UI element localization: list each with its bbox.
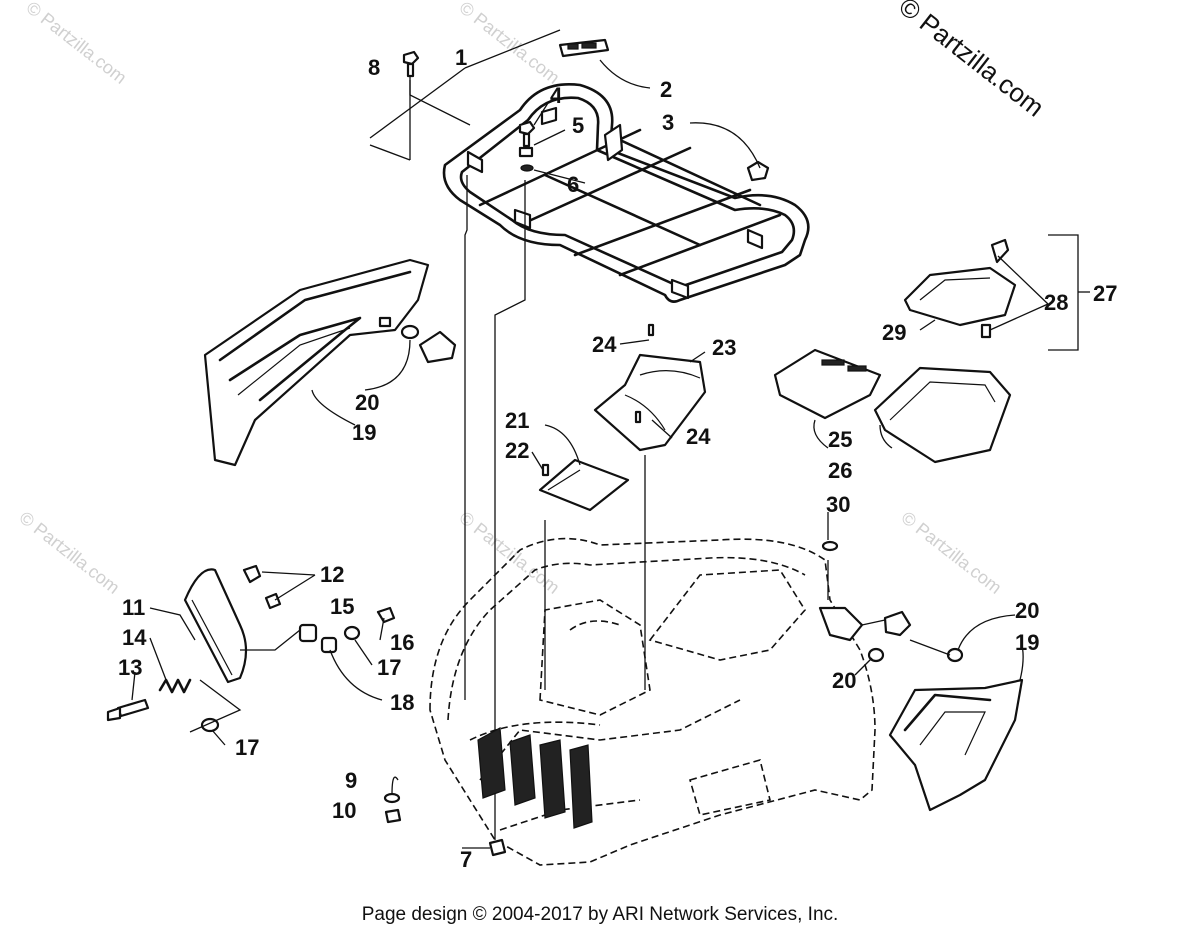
callout-13: 13 <box>118 655 142 680</box>
callout-12: 12 <box>320 562 344 587</box>
body-hardware <box>383 792 507 857</box>
callout-25: 25 <box>828 427 852 452</box>
leader-lines <box>369 29 761 840</box>
callout-1: 1 <box>455 45 467 70</box>
callout-20: 20 <box>355 390 379 415</box>
watermark-text: © Partzilla.com <box>23 0 131 88</box>
callout-5: 5 <box>572 113 584 138</box>
watermark-text: © Partzilla.com <box>16 507 124 597</box>
callout-14: 14 <box>122 625 147 650</box>
storage-cover <box>593 323 707 452</box>
callout-8: 8 <box>368 55 380 80</box>
callout-10: 10 <box>332 798 356 823</box>
callout-24b: 24 <box>686 424 711 449</box>
callout-24: 24 <box>592 332 617 357</box>
callout-3: 3 <box>662 110 674 135</box>
storage-bin <box>773 348 1012 464</box>
callout-15: 15 <box>330 594 354 619</box>
callout-19b: 19 <box>1015 630 1039 655</box>
page-footer: Page design © 2004-2017 by ARI Network S… <box>362 904 839 925</box>
callout-30: 30 <box>826 492 850 517</box>
front-rack <box>442 83 810 303</box>
callout-21: 21 <box>505 408 529 433</box>
callout-2: 2 <box>660 77 672 102</box>
callout-7: 7 <box>460 847 472 872</box>
callout-27: 27 <box>1093 281 1117 306</box>
callout-20c: 20 <box>832 668 856 693</box>
callout-28: 28 <box>1044 290 1068 315</box>
callout-18: 18 <box>390 690 414 715</box>
callout-11: 11 <box>122 595 145 620</box>
callout-23: 23 <box>712 335 736 360</box>
callout-17: 17 <box>377 655 401 680</box>
watermark-text: © Partzilla.com <box>456 0 564 88</box>
headlight-assembly <box>106 564 396 733</box>
watermark-text: © Partzilla.com <box>456 507 564 597</box>
callout-17b: 17 <box>235 735 259 760</box>
brand-watermark: © Partzilla.com <box>893 0 1050 123</box>
cup-holder <box>903 238 1017 339</box>
watermarks: © Partzilla.com © Partzilla.com © Partzi… <box>16 0 1006 598</box>
decal <box>558 38 610 58</box>
callout-29: 29 <box>882 320 906 345</box>
hardware-top <box>402 50 536 172</box>
clip-30 <box>821 540 839 552</box>
callout-22: 22 <box>505 438 529 463</box>
watermark-text: © Partzilla.com <box>898 507 1006 597</box>
callout-6: 6 <box>567 172 579 197</box>
left-side-panel <box>203 258 457 467</box>
front-body <box>429 537 876 866</box>
callout-19: 19 <box>352 420 376 445</box>
callout-4: 4 <box>550 83 563 108</box>
access-panel <box>538 458 630 512</box>
callout-labels: 1 2 3 4 5 6 7 8 9 10 11 12 13 14 15 16 1… <box>118 45 1117 872</box>
callout-20b: 20 <box>1015 598 1039 623</box>
leader-lines-lower <box>131 234 1090 849</box>
right-side-panel <box>867 610 1024 812</box>
callout-16: 16 <box>390 630 414 655</box>
callout-26: 26 <box>828 458 852 483</box>
callout-9: 9 <box>345 768 357 793</box>
